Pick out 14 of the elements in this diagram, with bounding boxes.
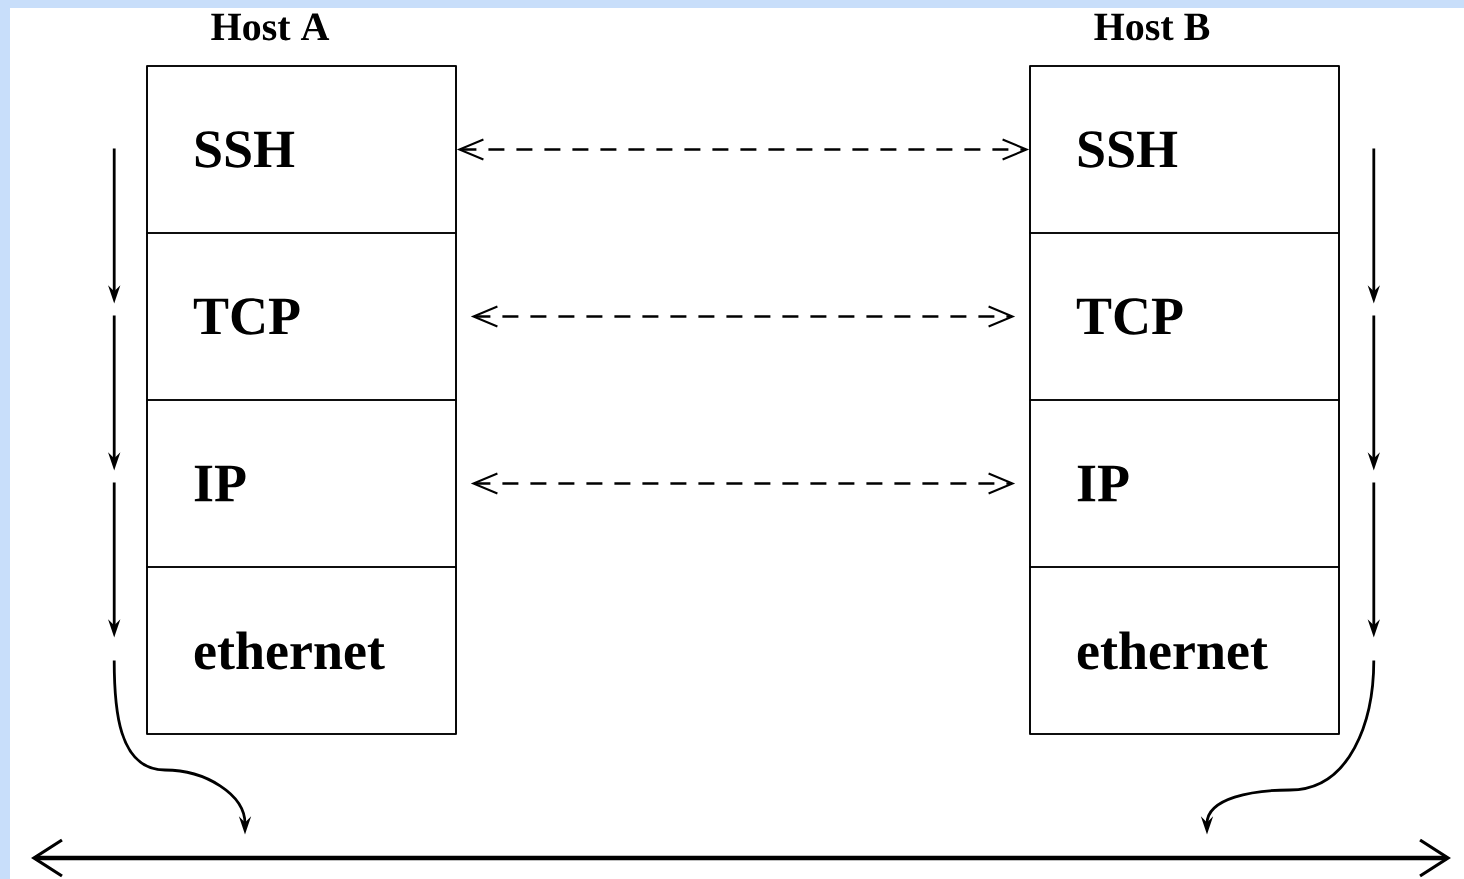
dashed-arrow	[470, 305, 1016, 328]
protocol-layer: TCP	[1029, 232, 1340, 401]
protocol-layer: TCP	[146, 232, 457, 401]
node-label: Host A	[211, 13, 330, 41]
dashed-arrow	[456, 138, 1030, 161]
protocol-layer: IP	[146, 399, 457, 568]
protocol-layer: IP	[1029, 399, 1340, 568]
protocol-layer: ethernet	[1029, 566, 1340, 735]
dashed-arrow	[470, 472, 1016, 495]
network-line	[31, 838, 1451, 878]
protocol-layer: ethernet	[146, 566, 457, 735]
protocol-layer: SSH	[146, 65, 457, 234]
node-label: Host B	[1094, 13, 1210, 41]
protocol-layer: SSH	[1029, 65, 1340, 234]
